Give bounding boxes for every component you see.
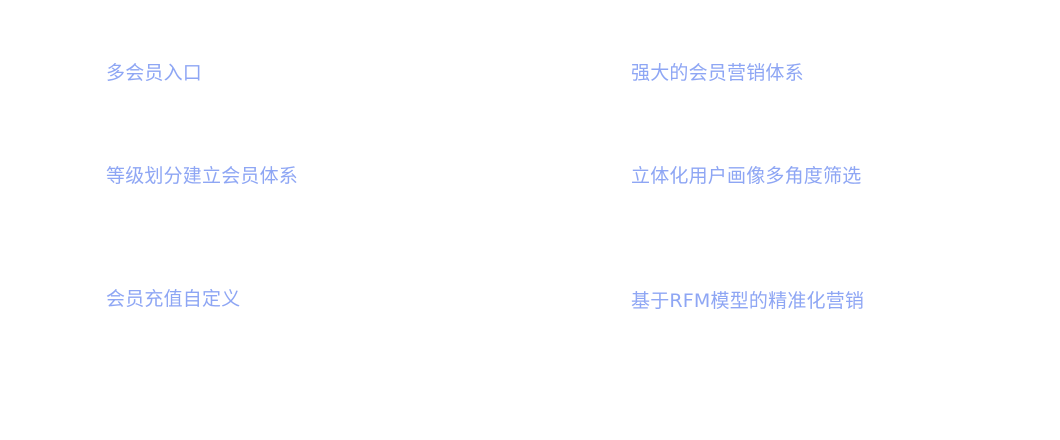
- feature-multi-member-entry: 多会员入口: [106, 62, 203, 84]
- feature-member-marketing-system: 强大的会员营销体系: [631, 62, 804, 84]
- feature-user-profile-filtering: 立体化用户画像多角度筛选: [631, 165, 862, 187]
- feature-rfm-precision-marketing: 基于RFM模型的精准化营销: [631, 290, 865, 312]
- feature-member-level-system: 等级划分建立会员体系: [106, 165, 299, 187]
- feature-custom-member-recharge: 会员充值自定义: [106, 288, 241, 310]
